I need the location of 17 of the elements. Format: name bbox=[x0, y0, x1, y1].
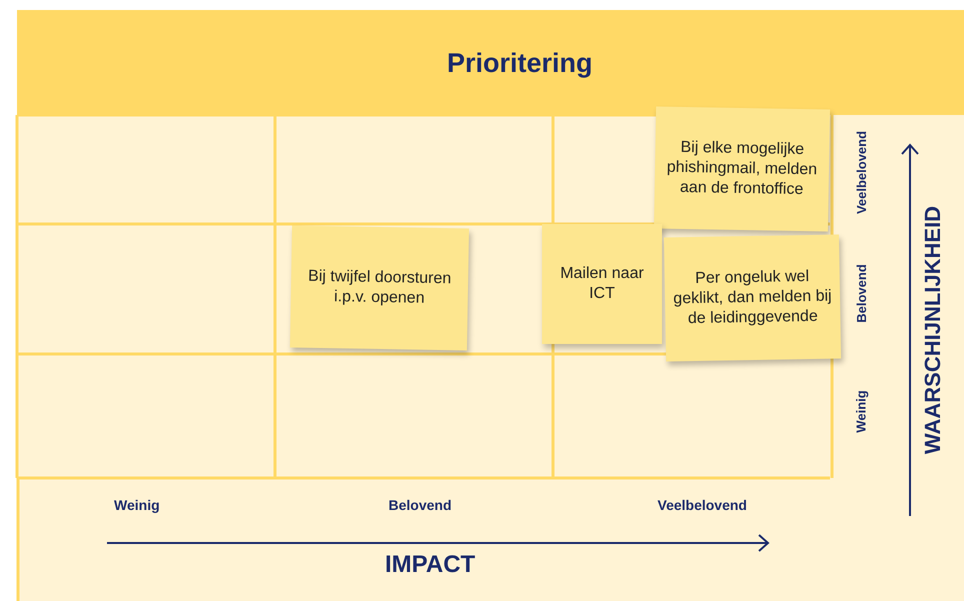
axis-tick-label: Weinig bbox=[114, 497, 160, 513]
axis-tick-label: Belovend bbox=[853, 264, 868, 322]
note-text: Mailen naar ICT bbox=[559, 264, 645, 304]
sticky-note bbox=[290, 225, 470, 351]
axis-tick-label: Veelbelovend bbox=[658, 497, 747, 513]
sticky-note bbox=[542, 224, 662, 344]
axis-tick-label: Belovend bbox=[388, 497, 452, 513]
note-text: Bij twijfel doorsturen i.p.v. openen bbox=[306, 266, 452, 309]
axis-tick-label: Weinig bbox=[854, 390, 869, 432]
sticky-note bbox=[664, 234, 842, 362]
note-text: Per ongeluk wel geklikt, dan melden bij de leidinggevende bbox=[672, 267, 832, 330]
sticky-note bbox=[654, 106, 830, 232]
axis-title: IMPACT bbox=[385, 551, 476, 579]
note-text: Bij elke mogelijke phishingmail, melden aan de frontoffice bbox=[666, 138, 818, 200]
title: Prioritering bbox=[447, 48, 593, 79]
axis-tick-label: Veelbelovend bbox=[854, 130, 869, 214]
axis-title: WAARSCHIJNLIJKHEID bbox=[920, 206, 946, 454]
